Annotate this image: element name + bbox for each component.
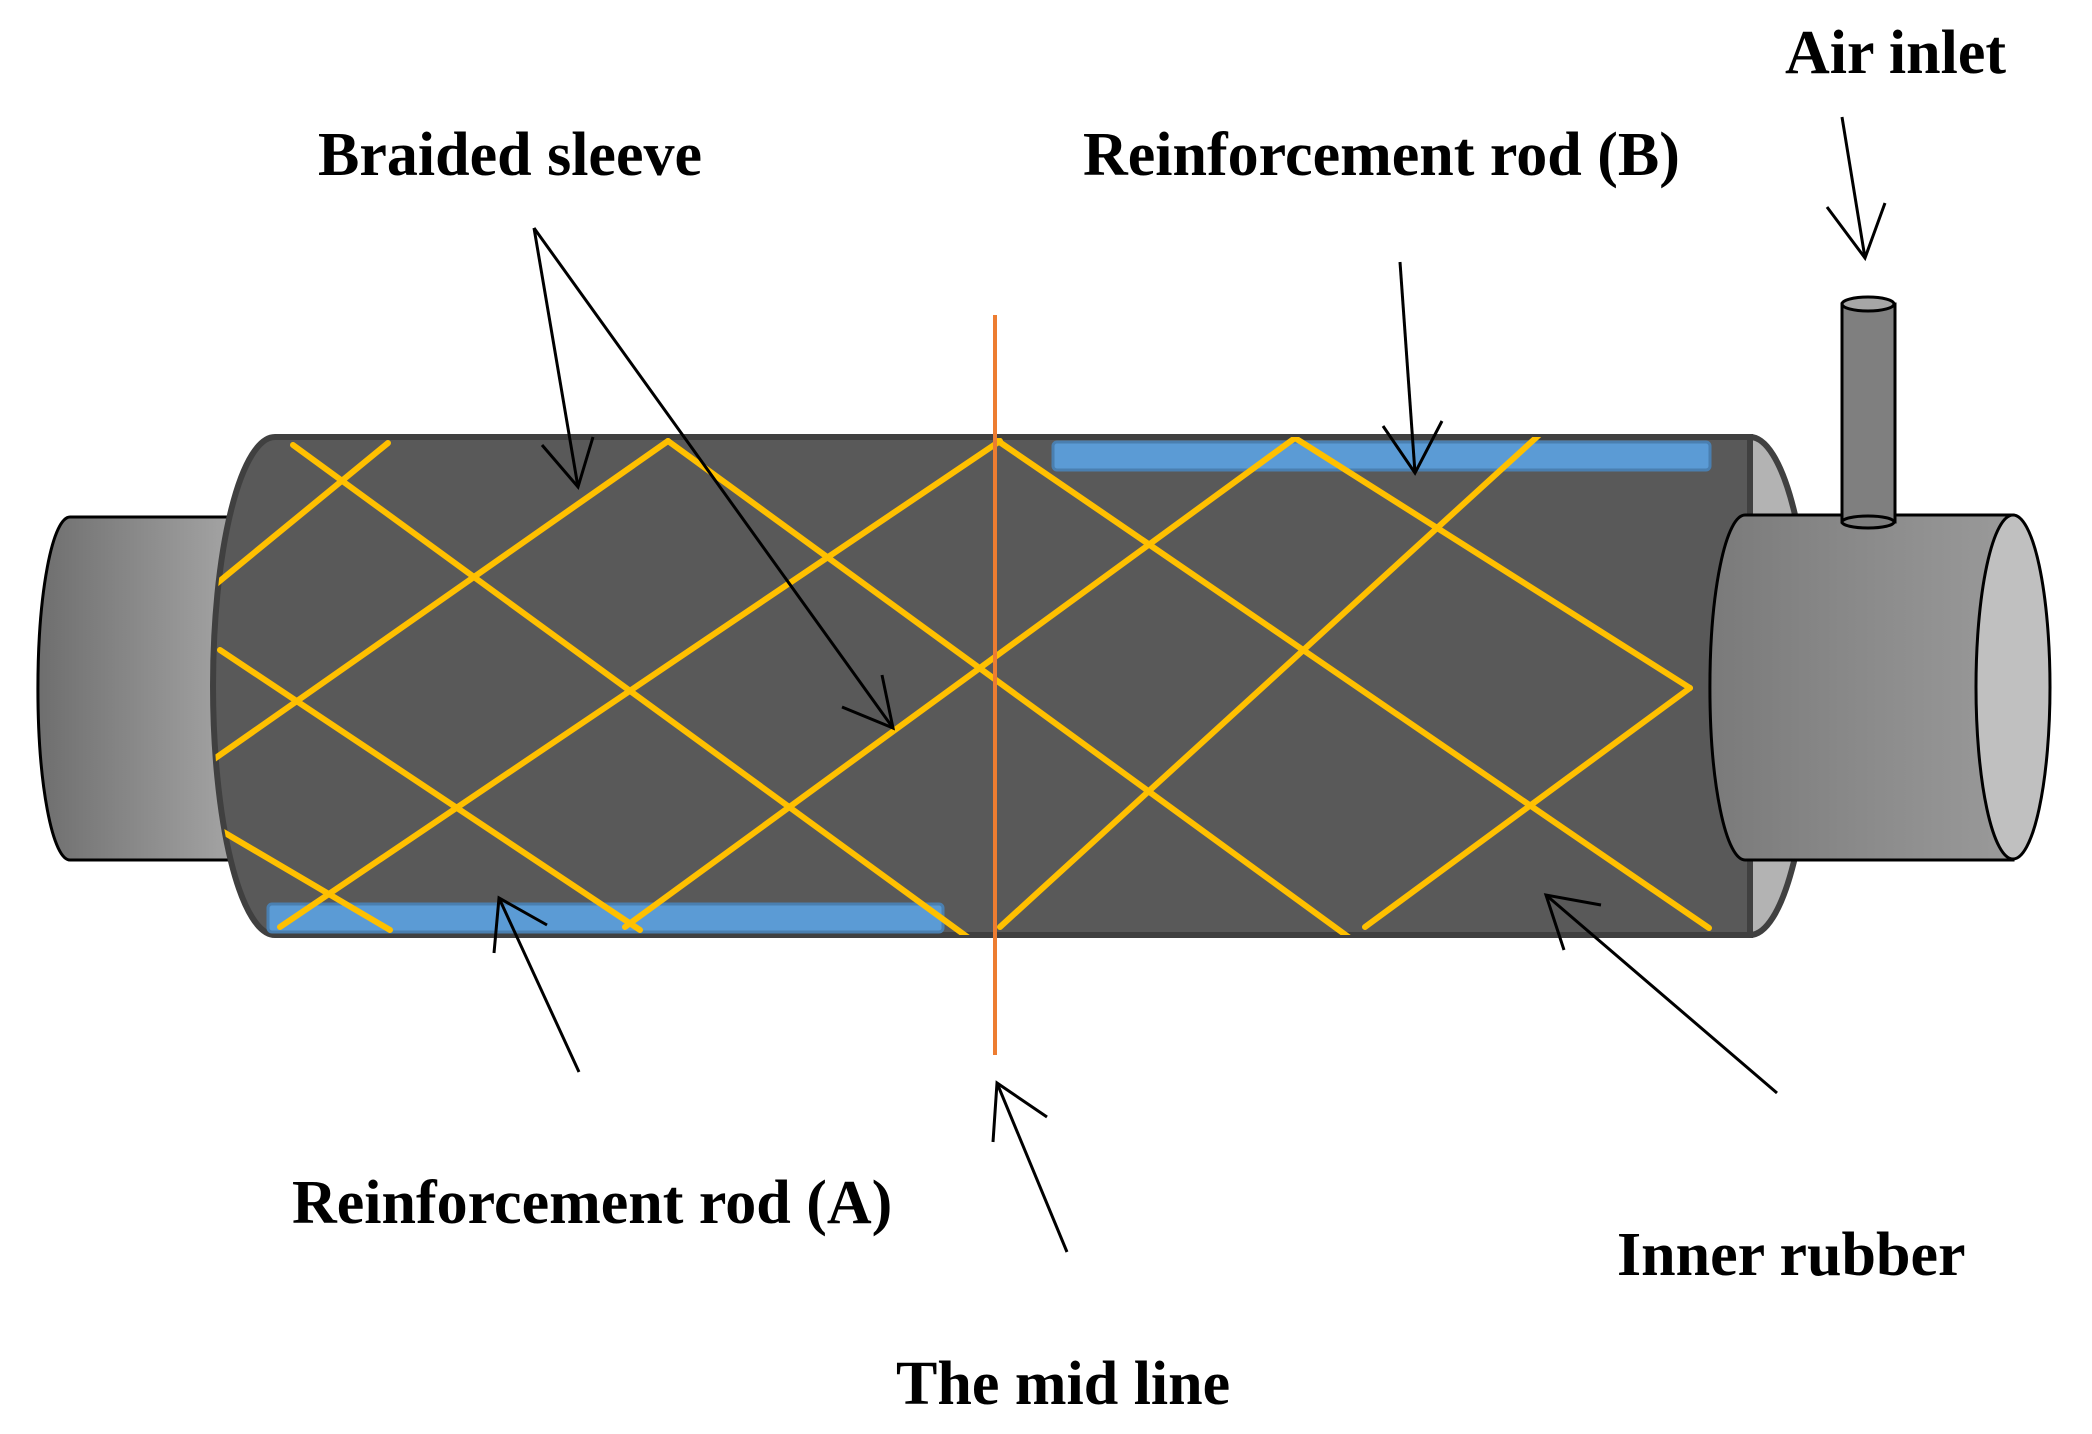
rod-a-label: Reinforcement rod (A) (292, 1169, 892, 1237)
reinforcement-rod-b (1051, 440, 1712, 472)
inner-rubber-label: Inner rubber (1617, 1221, 1966, 1289)
inner-rubber-arrow (1543, 893, 1778, 1095)
labels: Air inlet Braided sleeve Reinforcement r… (292, 19, 2006, 1418)
braided-sleeve-body (210, 434, 1753, 938)
rod-b-label: Reinforcement rod (B) (1083, 121, 1680, 189)
mid-line-label: The mid line (896, 1350, 1230, 1418)
air-inlet-label: Air inlet (1785, 19, 2006, 87)
arrows (492, 116, 1887, 1253)
air-inlet-arrow (1825, 116, 1887, 262)
braid-pattern (213, 437, 1712, 935)
air-inlet-tube (1840, 295, 1897, 530)
braided-sleeve-label: Braided sleeve (318, 121, 702, 189)
left-end-cap (36, 515, 242, 862)
right-end-cap (1708, 513, 2052, 862)
braided-sleeve-arrow-2 (532, 227, 896, 731)
rod-b-arrow (1381, 261, 1444, 476)
braided-sleeve-arrow-1 (532, 227, 595, 491)
mid-line-arrow (991, 1080, 1069, 1253)
rod-a-arrow (492, 895, 581, 1073)
